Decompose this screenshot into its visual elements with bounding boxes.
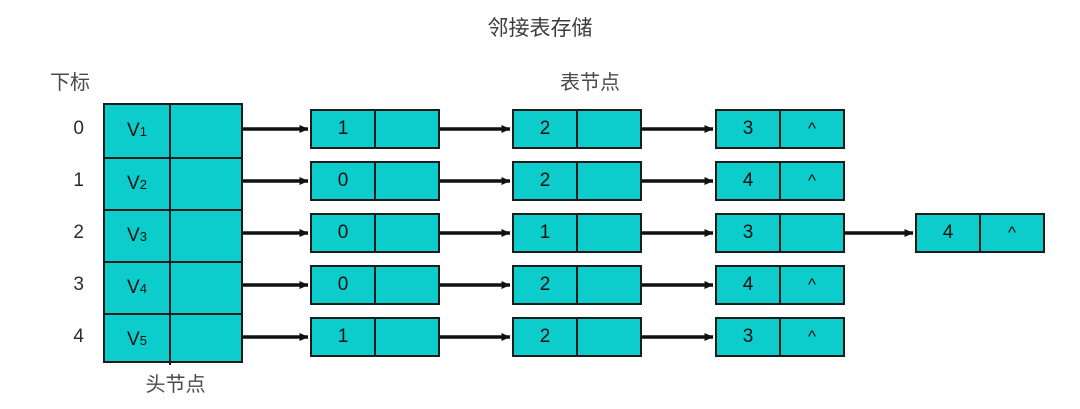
list-node[interactable]: 2 bbox=[512, 109, 642, 149]
list-node-next-pointer bbox=[578, 163, 640, 199]
vertex-name: V bbox=[127, 120, 140, 141]
list-node-value: 2 bbox=[514, 163, 578, 199]
vertex-name: V bbox=[127, 277, 140, 298]
vertex-name: V bbox=[127, 173, 140, 194]
list-node[interactable]: 3^ bbox=[715, 109, 845, 149]
list-node[interactable]: 2 bbox=[512, 317, 642, 357]
list-node-next-pointer bbox=[376, 267, 438, 303]
head-pointer-cell[interactable] bbox=[173, 211, 241, 261]
list-node[interactable]: 0 bbox=[310, 161, 440, 201]
head-pointer-cell[interactable] bbox=[173, 159, 241, 209]
list-node-value: 0 bbox=[312, 163, 376, 199]
list-node-value: 0 bbox=[312, 267, 376, 303]
index-label-2: 2 bbox=[73, 222, 84, 243]
list-node-value: 1 bbox=[312, 319, 376, 355]
list-node-null-marker: ^ bbox=[808, 275, 816, 294]
list-node[interactable]: 4^ bbox=[715, 265, 845, 305]
list-node-value: 2 bbox=[514, 319, 578, 355]
list-node[interactable]: 4^ bbox=[915, 213, 1045, 253]
list-node-value: 3 bbox=[717, 215, 781, 251]
index-label-4: 4 bbox=[73, 326, 84, 347]
list-node-next-pointer bbox=[578, 267, 640, 303]
list-node-next-pointer bbox=[376, 215, 438, 251]
list-node-value: 2 bbox=[514, 267, 578, 303]
list-node-null-marker: ^ bbox=[808, 171, 816, 190]
index-label-0: 0 bbox=[73, 118, 84, 139]
diagram-title: 邻接表存储 bbox=[487, 16, 593, 40]
list-node[interactable]: 0 bbox=[310, 213, 440, 253]
vertex-subscript: 4 bbox=[139, 280, 147, 296]
list-node-value: 2 bbox=[514, 111, 578, 147]
index-label-3: 3 bbox=[73, 274, 84, 295]
list-node-next-pointer bbox=[578, 319, 640, 355]
list-node[interactable]: 2 bbox=[512, 265, 642, 305]
list-node-value: 4 bbox=[717, 163, 781, 199]
vertex-subscript: 3 bbox=[139, 228, 147, 244]
vertex-name: V bbox=[127, 225, 140, 246]
head-pointer-cell[interactable] bbox=[173, 105, 241, 157]
index-label-1: 1 bbox=[73, 170, 84, 191]
list-node-null-marker: ^ bbox=[1008, 223, 1016, 242]
list-node-value: 3 bbox=[717, 319, 781, 355]
head-pointer-cell[interactable] bbox=[173, 263, 241, 313]
list-node-value: 0 bbox=[312, 215, 376, 251]
vertex-subscript: 2 bbox=[139, 176, 147, 192]
list-node[interactable]: 3^ bbox=[715, 317, 845, 357]
list-node-next-pointer bbox=[578, 215, 640, 251]
head-node-label: 头节点 bbox=[145, 372, 206, 396]
list-node[interactable]: 1 bbox=[310, 317, 440, 357]
list-node-value: 1 bbox=[312, 111, 376, 147]
list-node[interactable]: 4^ bbox=[715, 161, 845, 201]
list-node-null-marker: ^ bbox=[808, 119, 816, 138]
vertex-name: V bbox=[127, 329, 140, 350]
list-node-next-pointer bbox=[376, 163, 438, 199]
list-node-value: 4 bbox=[717, 267, 781, 303]
list-node-null-marker: ^ bbox=[808, 327, 816, 346]
list-node-next-pointer bbox=[376, 319, 438, 355]
head-pointer-cell[interactable] bbox=[173, 315, 241, 365]
list-node-next-pointer bbox=[376, 111, 438, 147]
list-node-next-pointer bbox=[578, 111, 640, 147]
index-column-label: 下标 bbox=[50, 70, 90, 94]
vertex-subscript: 5 bbox=[139, 332, 147, 348]
list-node-value: 4 bbox=[917, 215, 981, 251]
list-node-label: 表节点 bbox=[560, 70, 620, 94]
list-node-value: 3 bbox=[717, 111, 781, 147]
list-node-next-pointer bbox=[781, 215, 843, 251]
vertex-subscript: 1 bbox=[139, 123, 147, 139]
list-node[interactable]: 3 bbox=[715, 213, 845, 253]
list-node[interactable]: 2 bbox=[512, 161, 642, 201]
list-node[interactable]: 1 bbox=[310, 109, 440, 149]
list-node[interactable]: 0 bbox=[310, 265, 440, 305]
list-node[interactable]: 1 bbox=[512, 213, 642, 253]
list-node-value: 1 bbox=[514, 215, 578, 251]
